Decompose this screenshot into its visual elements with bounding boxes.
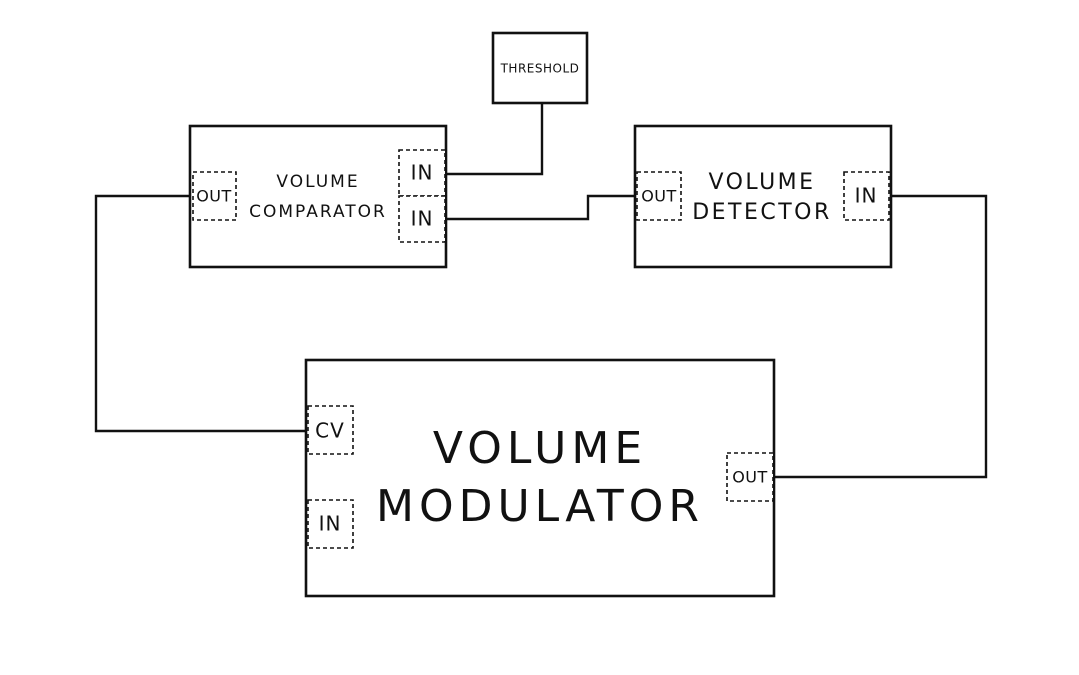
volume-comparator-title-line1: VOLUME xyxy=(276,172,359,192)
volume-comparator-in-port-bottom: IN xyxy=(398,195,446,243)
volume-detector-out-label: OUT xyxy=(641,187,677,206)
volume-detector-title-line2: DETECTOR xyxy=(692,200,832,225)
volume-comparator-in-port-top: IN xyxy=(398,149,446,197)
volume-comparator-title-line2: COMPARATOR xyxy=(249,202,387,222)
threshold-label: THRESHOLD xyxy=(500,62,580,76)
volume-modulator-cv-label: CV xyxy=(315,419,345,443)
volume-detector-out-port: OUT xyxy=(636,171,682,221)
volume-comparator-box: VOLUME COMPARATOR OUT IN IN xyxy=(188,124,448,269)
volume-modulator-cv-port: CV xyxy=(307,405,354,455)
volume-modulator-box: VOLUME MODULATOR CV IN OUT xyxy=(304,358,776,598)
volume-comparator-out-label: OUT xyxy=(196,187,232,206)
volume-comparator-out-port: OUT xyxy=(192,171,237,221)
wire-modulator-out-to-detector-in xyxy=(774,194,988,479)
volume-modulator-in-port: IN xyxy=(307,499,354,549)
wire-detector-out-to-comparator-in xyxy=(447,194,635,221)
volume-comparator-in-top-label: IN xyxy=(411,161,434,185)
threshold-box: THRESHOLD xyxy=(491,31,589,105)
volume-detector-box: VOLUME DETECTOR OUT IN xyxy=(633,124,893,269)
volume-modulator-out-label: OUT xyxy=(732,468,768,487)
wire-threshold-to-comparator-in xyxy=(447,103,544,176)
volume-detector-title-line1: VOLUME xyxy=(708,170,815,195)
volume-modulator-title-line1: VOLUME xyxy=(433,423,647,474)
volume-modulator-out-port: OUT xyxy=(726,452,774,502)
wire-comparator-out-to-modulator-cv xyxy=(94,194,306,433)
volume-detector-in-label: IN xyxy=(855,184,878,208)
volume-modulator-title-line2: MODULATOR xyxy=(376,481,704,532)
volume-modulator-in-label: IN xyxy=(319,512,342,536)
volume-detector-in-port: IN xyxy=(843,171,890,221)
volume-comparator-in-bottom-label: IN xyxy=(411,207,434,231)
